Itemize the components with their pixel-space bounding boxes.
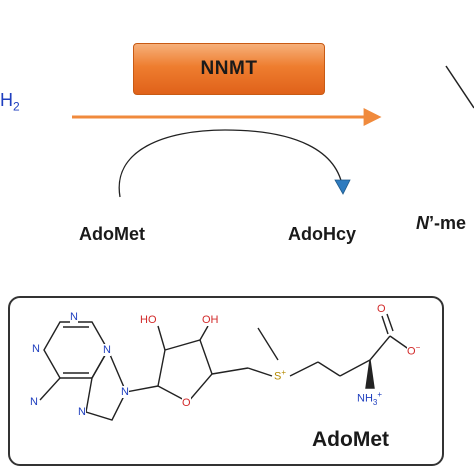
enzyme-box: NNMT: [133, 43, 325, 95]
adomet-structure: [39, 313, 411, 421]
amine-bond: [39, 377, 61, 401]
cofactor-in-label: AdoMet: [79, 224, 145, 244]
atom-sulfonium-charge: +: [281, 368, 287, 377]
atom-carboxylate-charge: −: [415, 343, 421, 352]
enzyme-label: NNMT: [200, 58, 258, 79]
atom-carboxylate-o: O−: [407, 343, 421, 358]
carbonyl-bond-a: [381, 315, 389, 335]
product-fragment-label: N’-me: [416, 213, 466, 234]
atom-ammonium-charge: +: [377, 390, 383, 399]
s-chain-bond: [289, 361, 319, 377]
atom-n-imid-bottom: N: [78, 406, 86, 418]
carboxylate-bond: [389, 335, 411, 351]
atom-ammonium: NH3+: [357, 390, 383, 407]
oh-left-bond: [157, 325, 166, 351]
atom-n-imid-top: N: [103, 344, 111, 356]
substrate-fragment: H2: [0, 90, 20, 114]
substrate-fragment-main: H: [0, 90, 13, 110]
atom-oh-left: HO: [140, 314, 157, 326]
atom-n-glyco: N: [121, 386, 129, 398]
cofactor-arrow-head: [334, 179, 351, 195]
substrate-fragment-sub: 2: [13, 99, 20, 114]
glycosidic-bond: [125, 385, 159, 393]
atom-sulfonium-symbol: S: [274, 370, 282, 383]
atom-sulfonium: S+: [274, 368, 287, 383]
atom-oh-right: OH: [202, 314, 219, 326]
atom-n-left: N: [32, 343, 40, 355]
cofactor-out-label: AdoHcy: [288, 224, 357, 244]
atom-ring-o: O: [182, 397, 191, 409]
atom-amine-fragment: N: [30, 396, 38, 408]
c5-s-bond: [247, 367, 273, 377]
product-fragment-bond: [445, 65, 474, 109]
cofactor-curved-arrow: [118, 129, 344, 198]
atom-n-top: N: [70, 311, 78, 323]
atom-ammonium-sub: 3: [372, 397, 378, 407]
atom-carboxylate-o-symbol: O: [407, 345, 416, 358]
s-methyl-bond: [257, 327, 279, 361]
structure-inset: [8, 296, 444, 466]
oh-right-bond: [199, 325, 209, 341]
product-fragment-rest: ’-me: [429, 213, 467, 233]
atom-ammonium-symbol: NH: [357, 392, 373, 405]
ammonium-wedge: [365, 359, 375, 389]
product-fragment-italic: N: [416, 213, 429, 233]
carbonyl-bond-b: [386, 313, 394, 332]
carboxyl-bond: [369, 335, 391, 361]
chain-bond-3: [339, 359, 371, 377]
c5-bond: [211, 367, 249, 375]
chain-bond-2: [317, 361, 341, 377]
atom-carbonyl-o: O: [377, 303, 386, 315]
inset-title: AdoMet: [312, 428, 389, 451]
